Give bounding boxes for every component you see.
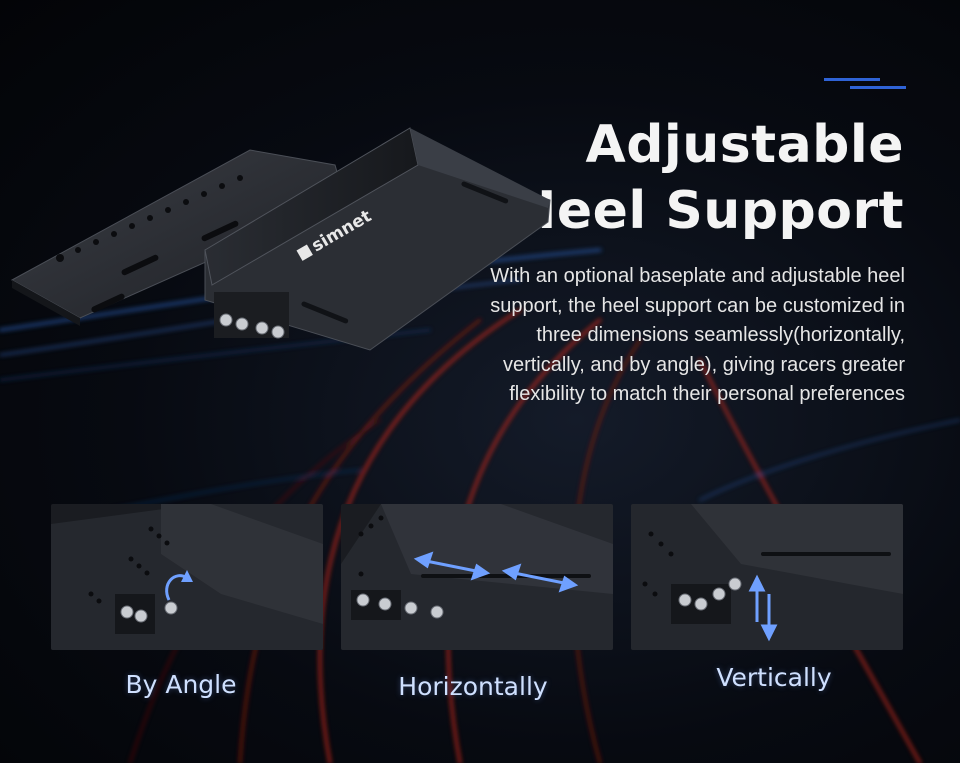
angle-adjust-thumbnail (51, 504, 323, 650)
page-title: Adjustable Heel Support (513, 112, 904, 244)
caption-horizontally: Horizontally (398, 672, 548, 701)
title-line-2: Heel Support (512, 181, 904, 241)
title-line-1: Adjustable (585, 115, 904, 175)
logo-text: simnet (308, 206, 375, 256)
accent-bar-top (824, 78, 880, 81)
accent-bar-bottom (850, 86, 906, 89)
caption-by-angle: By Angle (125, 670, 237, 699)
feature-description: With an optional baseplate and adjustabl… (490, 265, 905, 405)
caption-vertically: Vertically (716, 663, 832, 692)
horizontal-adjust-thumbnail (341, 504, 613, 650)
vertical-adjust-thumbnail (631, 504, 903, 650)
